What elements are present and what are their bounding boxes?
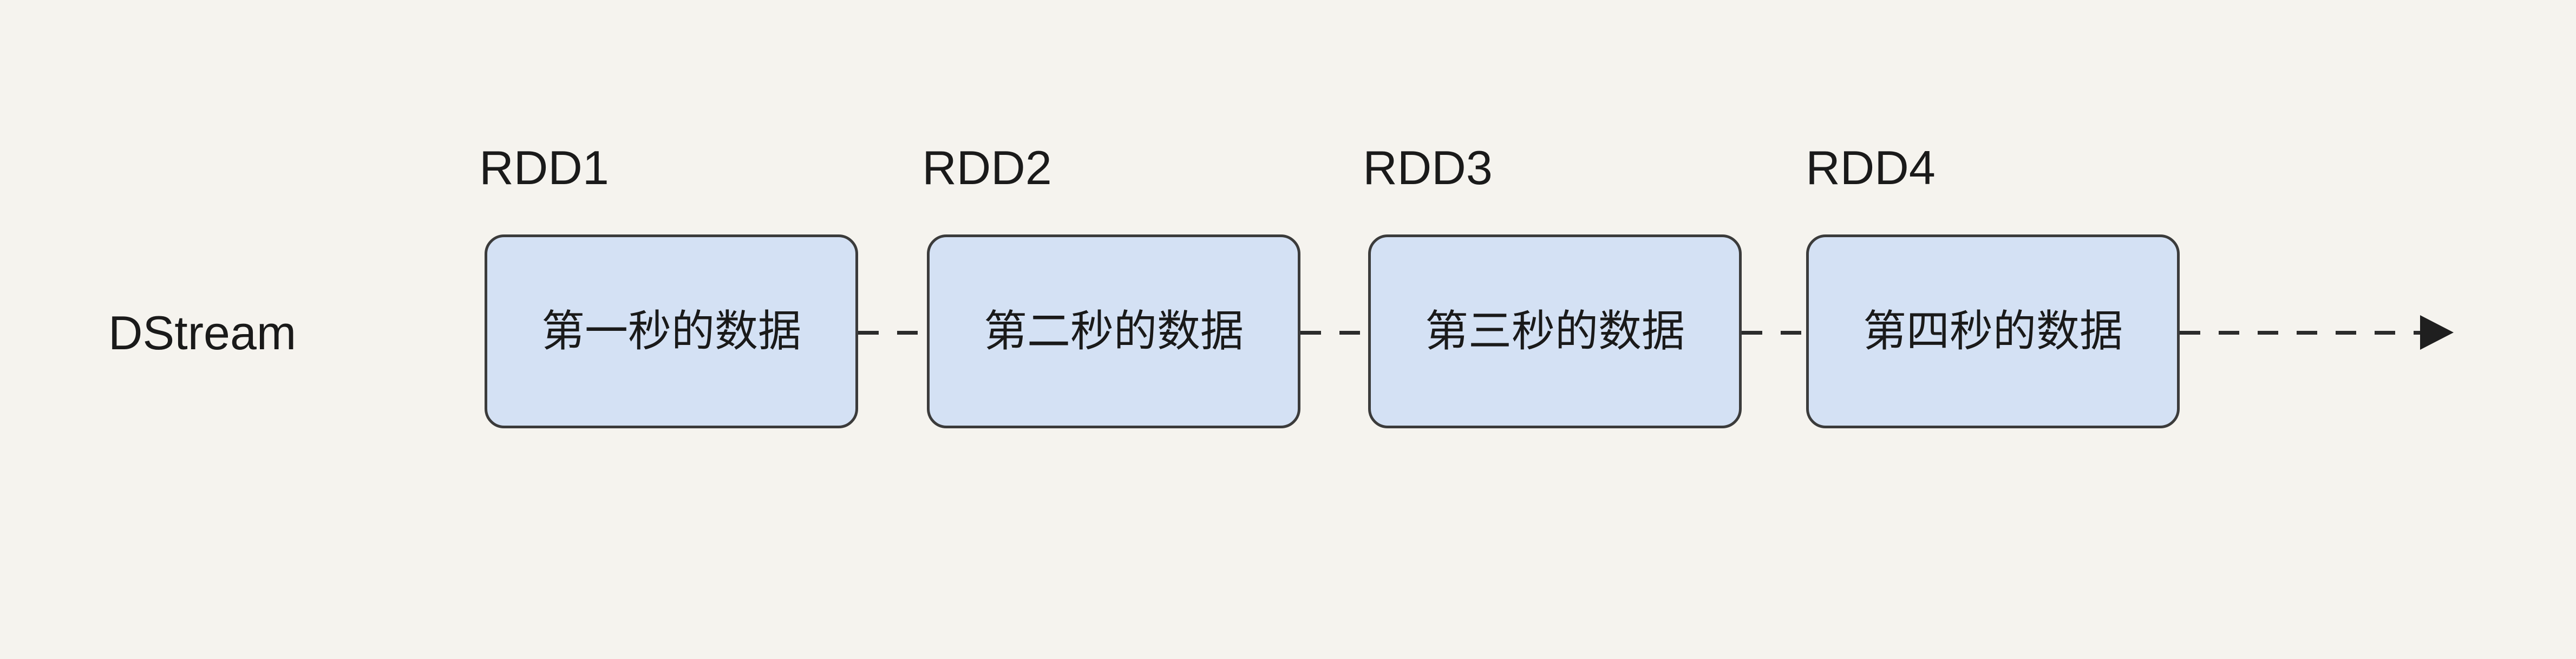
rdd-box-4-label: 第四秒的数据 bbox=[1863, 307, 2123, 355]
trailing-dashed-line bbox=[2180, 331, 2424, 335]
rdd-caption-1: RDD1 bbox=[479, 141, 609, 194]
rdd-box-2[interactable]: 第二秒的数据 bbox=[927, 234, 1300, 428]
rdd-box-4[interactable]: 第四秒的数据 bbox=[1806, 234, 2180, 428]
rdd-box-1-label: 第一秒的数据 bbox=[541, 307, 801, 355]
arrow-head-icon bbox=[2420, 315, 2454, 350]
connector-rdd3-rdd4 bbox=[1742, 331, 1807, 335]
rdd-caption-4: RDD4 bbox=[1806, 141, 1936, 194]
rdd-box-3[interactable]: 第三秒的数据 bbox=[1368, 234, 1742, 428]
rdd-box-2-label: 第二秒的数据 bbox=[984, 307, 1244, 355]
connector-rdd1-rdd2 bbox=[858, 331, 927, 335]
rdd-caption-3: RDD3 bbox=[1363, 141, 1493, 194]
rdd-box-3-label: 第三秒的数据 bbox=[1425, 307, 1685, 355]
dstream-row-label: DStream bbox=[108, 306, 297, 360]
connector-rdd2-rdd3 bbox=[1300, 331, 1369, 335]
rdd-caption-2: RDD2 bbox=[922, 141, 1052, 194]
rdd-box-1[interactable]: 第一秒的数据 bbox=[485, 234, 858, 428]
